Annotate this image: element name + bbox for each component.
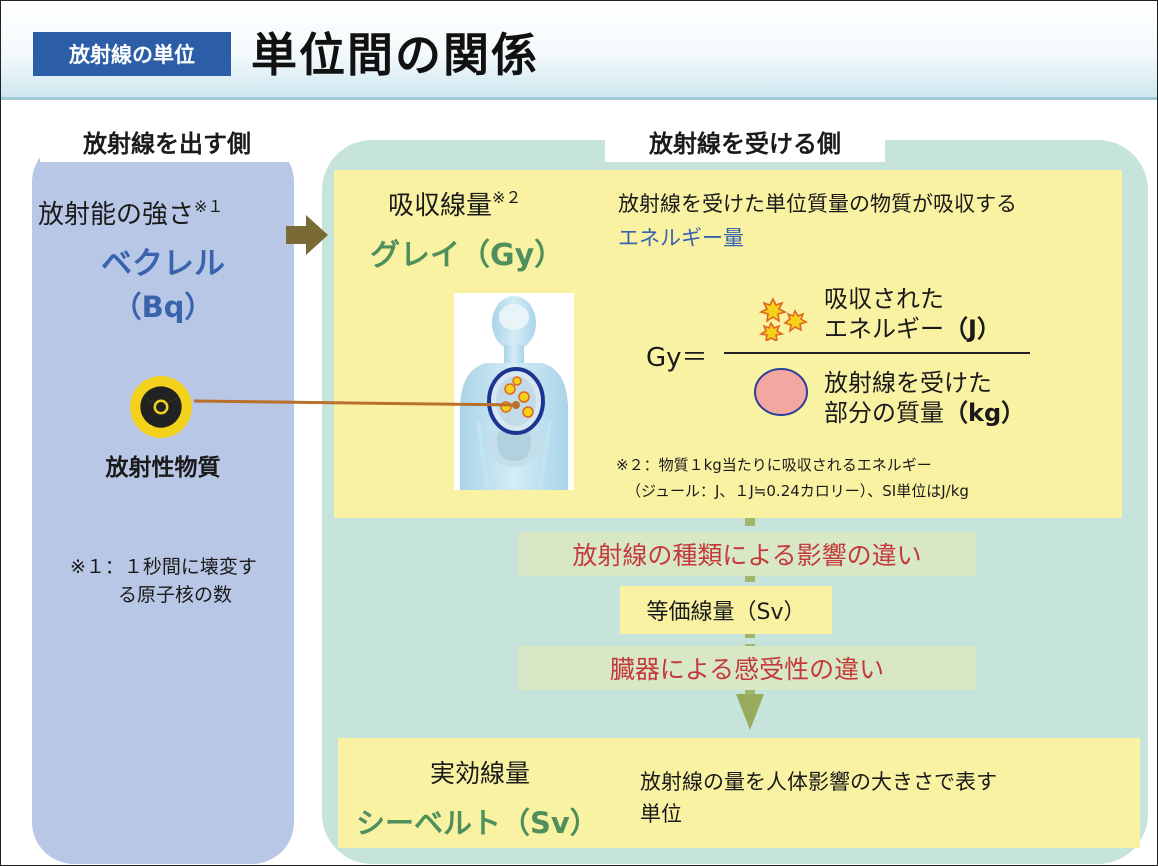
gray-footnote-line2: （ジュール：J、１J≒0.24カロリー）、SI単位はJ/kg [626,482,969,500]
radiation-symbol-icon [130,376,192,438]
denominator-unit: （kg） [944,399,1026,427]
equivalent-dose-box: 等価線量（Sv） [620,586,832,634]
absorbed-dose-description: 放射線を受けた単位質量の物質が吸収する [618,192,1017,216]
absorbed-dose-label: 吸収線量※２ [388,184,521,222]
effective-dose-description: 放射線の量を人体影響の大きさで表す [640,770,997,794]
activity-note-mark: ※１ [194,197,224,216]
activity-label-text: 放射能の強さ [38,200,195,230]
effective-dose-box [338,738,1140,848]
formula-lhs: Gy＝ [646,343,708,373]
page-title: 単位間の関係 [251,28,539,82]
human-body-icon [460,296,568,490]
sievert-unit: シーベルト（Sv） [356,806,599,840]
formula-numerator: 吸収された エネルギー（J） [824,284,1001,344]
numerator-line2: エネルギー（J） [824,314,1001,344]
radiation-type-weighting-label: 放射線の種類による影響の違い [518,532,976,576]
denominator-line2: 部分の質量（kg） [824,398,1025,428]
numerator-energy-text: エネルギー [824,315,944,343]
denominator-line1: 放射線を受けた [824,369,992,397]
fraction-bar [724,352,1030,354]
numerator-unit: （J） [944,315,1001,343]
emitting-side-heading: 放射線を出す側 [40,120,294,162]
becquerel-unit: ベクレル [101,246,225,282]
mass-ellipse-icon [754,368,808,416]
source-to-body-connector [194,399,520,409]
gray-unit: グレイ（Gy） [370,238,565,273]
formula-denominator: 放射線を受けた 部分の質量（kg） [824,368,1025,428]
effective-dose-description-line2: 単位 [640,802,682,826]
activity-label: 放射能の強さ※１ [38,193,223,231]
absorbed-note-mark: ※２ [492,188,522,207]
denominator-mass-text: 部分の質量 [824,399,944,427]
absorbed-dose-text: 吸収線量 [388,191,493,221]
human-body-illustration [454,293,574,490]
energy-burst-icon [758,297,808,341]
radioactive-material-label: 放射性物質 [105,455,221,481]
gray-footnote-line1: ※２：物質１kg当たりに吸収されるエネルギー [616,456,932,474]
becquerel-footnote-line2: る原子核の数 [118,584,233,606]
receiving-side-heading: 放射線を受ける側 [605,120,885,162]
tissue-weighting-label: 臓器による感受性の違い [518,646,976,690]
becquerel-symbol: （Bq） [112,290,214,324]
header-bar: 放射線の単位 単位間の関係 [1,1,1157,100]
section-tag: 放射線の単位 [33,32,231,76]
numerator-line1: 吸収された [824,285,944,313]
becquerel-footnote-line1: ※１：１秒間に壊変す [70,556,257,578]
effective-dose-label: 実効線量 [430,759,531,788]
energy-amount-label: エネルギー量 [618,226,744,250]
arrow-right-icon [286,215,328,255]
emitting-side-panel [32,140,294,864]
